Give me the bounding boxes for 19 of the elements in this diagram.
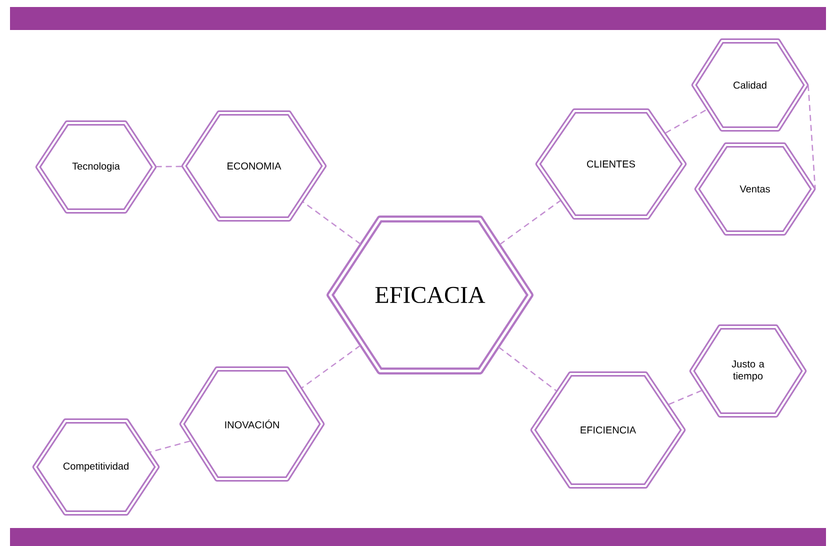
hexagon: INOVACIÓN [179,366,325,482]
hexagon: Competitividad [32,418,160,516]
connector-line [156,166,182,168]
hexagon: CLIENTES [535,108,687,220]
connector-line [302,345,361,388]
hexagon: Calidad [691,38,809,132]
connector-line [668,390,702,405]
connector-line [499,200,561,246]
hexagon: EFICIENCIA [530,371,686,489]
hexagon: Ventas [694,142,816,236]
connector-line [150,440,190,453]
hexagon: ECONOMIA [181,110,327,222]
hexagon: Justo a tiempo [689,324,807,418]
center-hexagon: EFICACIA [326,216,534,374]
connector-line [808,84,816,190]
hexagon: Tecnologia [35,120,157,214]
connector-line [498,346,557,392]
connector-line [665,109,708,134]
connector-line [302,202,361,245]
